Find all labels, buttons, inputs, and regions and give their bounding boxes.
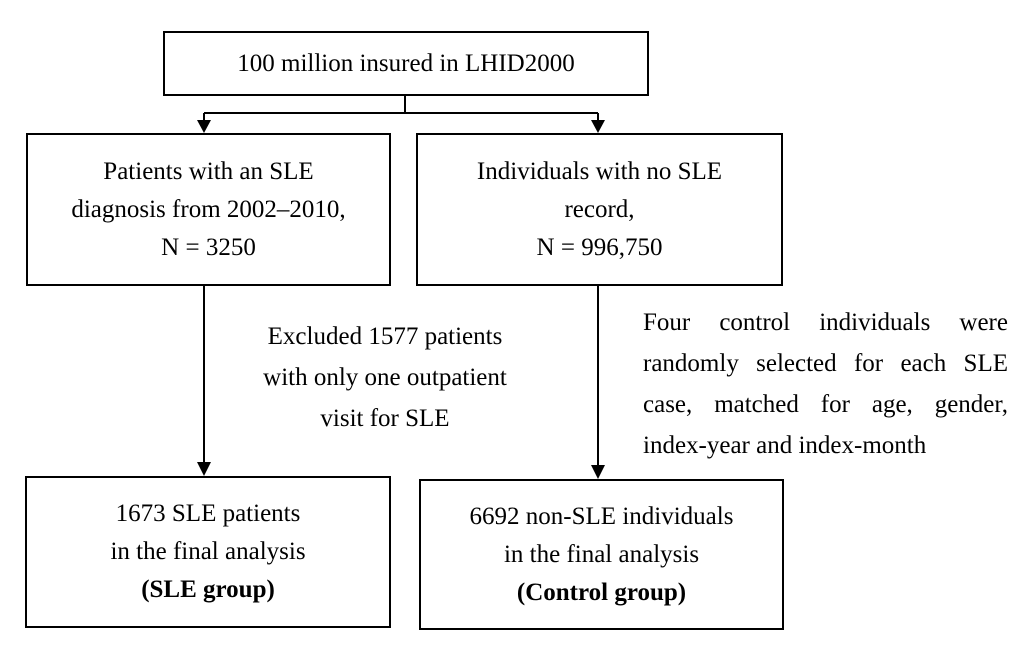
matching-note-word: case, <box>643 391 693 418</box>
matching-note-word: SLE <box>963 350 1008 377</box>
matching-note-word: age, <box>871 391 913 418</box>
sle-final-line-1: 1673 SLE patients <box>115 500 301 527</box>
sle-final-line-2: in the final analysis <box>110 538 306 565</box>
matching-note-word: for <box>853 350 884 377</box>
arrowhead-to-control-final <box>591 465 605 479</box>
arrowhead-to-sle-final <box>197 462 211 476</box>
control-group-final-box: 6692 non-SLE individuals in the final an… <box>419 479 784 630</box>
sle-group-label: (SLE group) <box>141 576 275 603</box>
matching-note: Four control individuals were randomly selec… <box>643 302 1008 466</box>
sle-patients-box: Patients with an SLE diagnosis from 2002… <box>26 133 391 286</box>
matching-note-word: matched <box>714 391 799 418</box>
matching-note-word: for <box>820 391 850 418</box>
exclusion-note-line-2: with only one outpatient <box>263 364 507 391</box>
source-population-box: 100 million insured in LHID2000 <box>163 31 649 96</box>
exclusion-note-line-1: Excluded 1577 patients <box>267 323 503 350</box>
non-sle-count: N = 996,750 <box>536 233 663 261</box>
matching-note-word: each <box>900 350 947 377</box>
non-sle-line-2: record, <box>564 195 635 223</box>
matching-note-word: randomly <box>643 350 739 377</box>
matching-note-word: individuals <box>819 309 931 336</box>
matching-note-word: selected <box>756 350 837 377</box>
control-final-line-2: in the final analysis <box>503 540 700 568</box>
exclusion-note-line-3: visit for SLE <box>320 405 450 432</box>
source-population-text: 100 million insured in LHID2000 <box>237 49 575 77</box>
control-final-line-1: 6692 non-SLE individuals <box>469 502 734 530</box>
non-sle-individuals-box: Individuals with no SLE record, N = 996,… <box>416 133 783 286</box>
sle-patients-line-1: Patients with an SLE <box>103 157 314 185</box>
exclusion-note: Excluded 1577 patients with only one out… <box>220 316 550 439</box>
matching-note-line-4: index-year and index-month <box>643 432 927 459</box>
matching-note-word: were <box>959 309 1008 336</box>
arrowhead-to-sle-box <box>197 120 211 133</box>
matching-note-word: gender, <box>934 391 1008 418</box>
matching-note-line-1: Four control individuals were <box>643 302 1008 343</box>
matching-note-word: control <box>719 309 791 336</box>
matching-note-line-3: case, matched for age, gender, <box>643 384 1008 425</box>
non-sle-line-1: Individuals with no SLE <box>476 157 723 185</box>
arrowhead-to-nosle-box <box>591 120 605 133</box>
control-group-label: (Control group) <box>516 578 687 606</box>
sle-patients-count: N = 3250 <box>161 233 256 261</box>
sle-group-final-box: 1673 SLE patients in the final analysis … <box>25 476 391 628</box>
sle-patients-line-2: diagnosis from 2002–2010, <box>71 195 346 223</box>
matching-note-word: Four <box>643 309 691 336</box>
